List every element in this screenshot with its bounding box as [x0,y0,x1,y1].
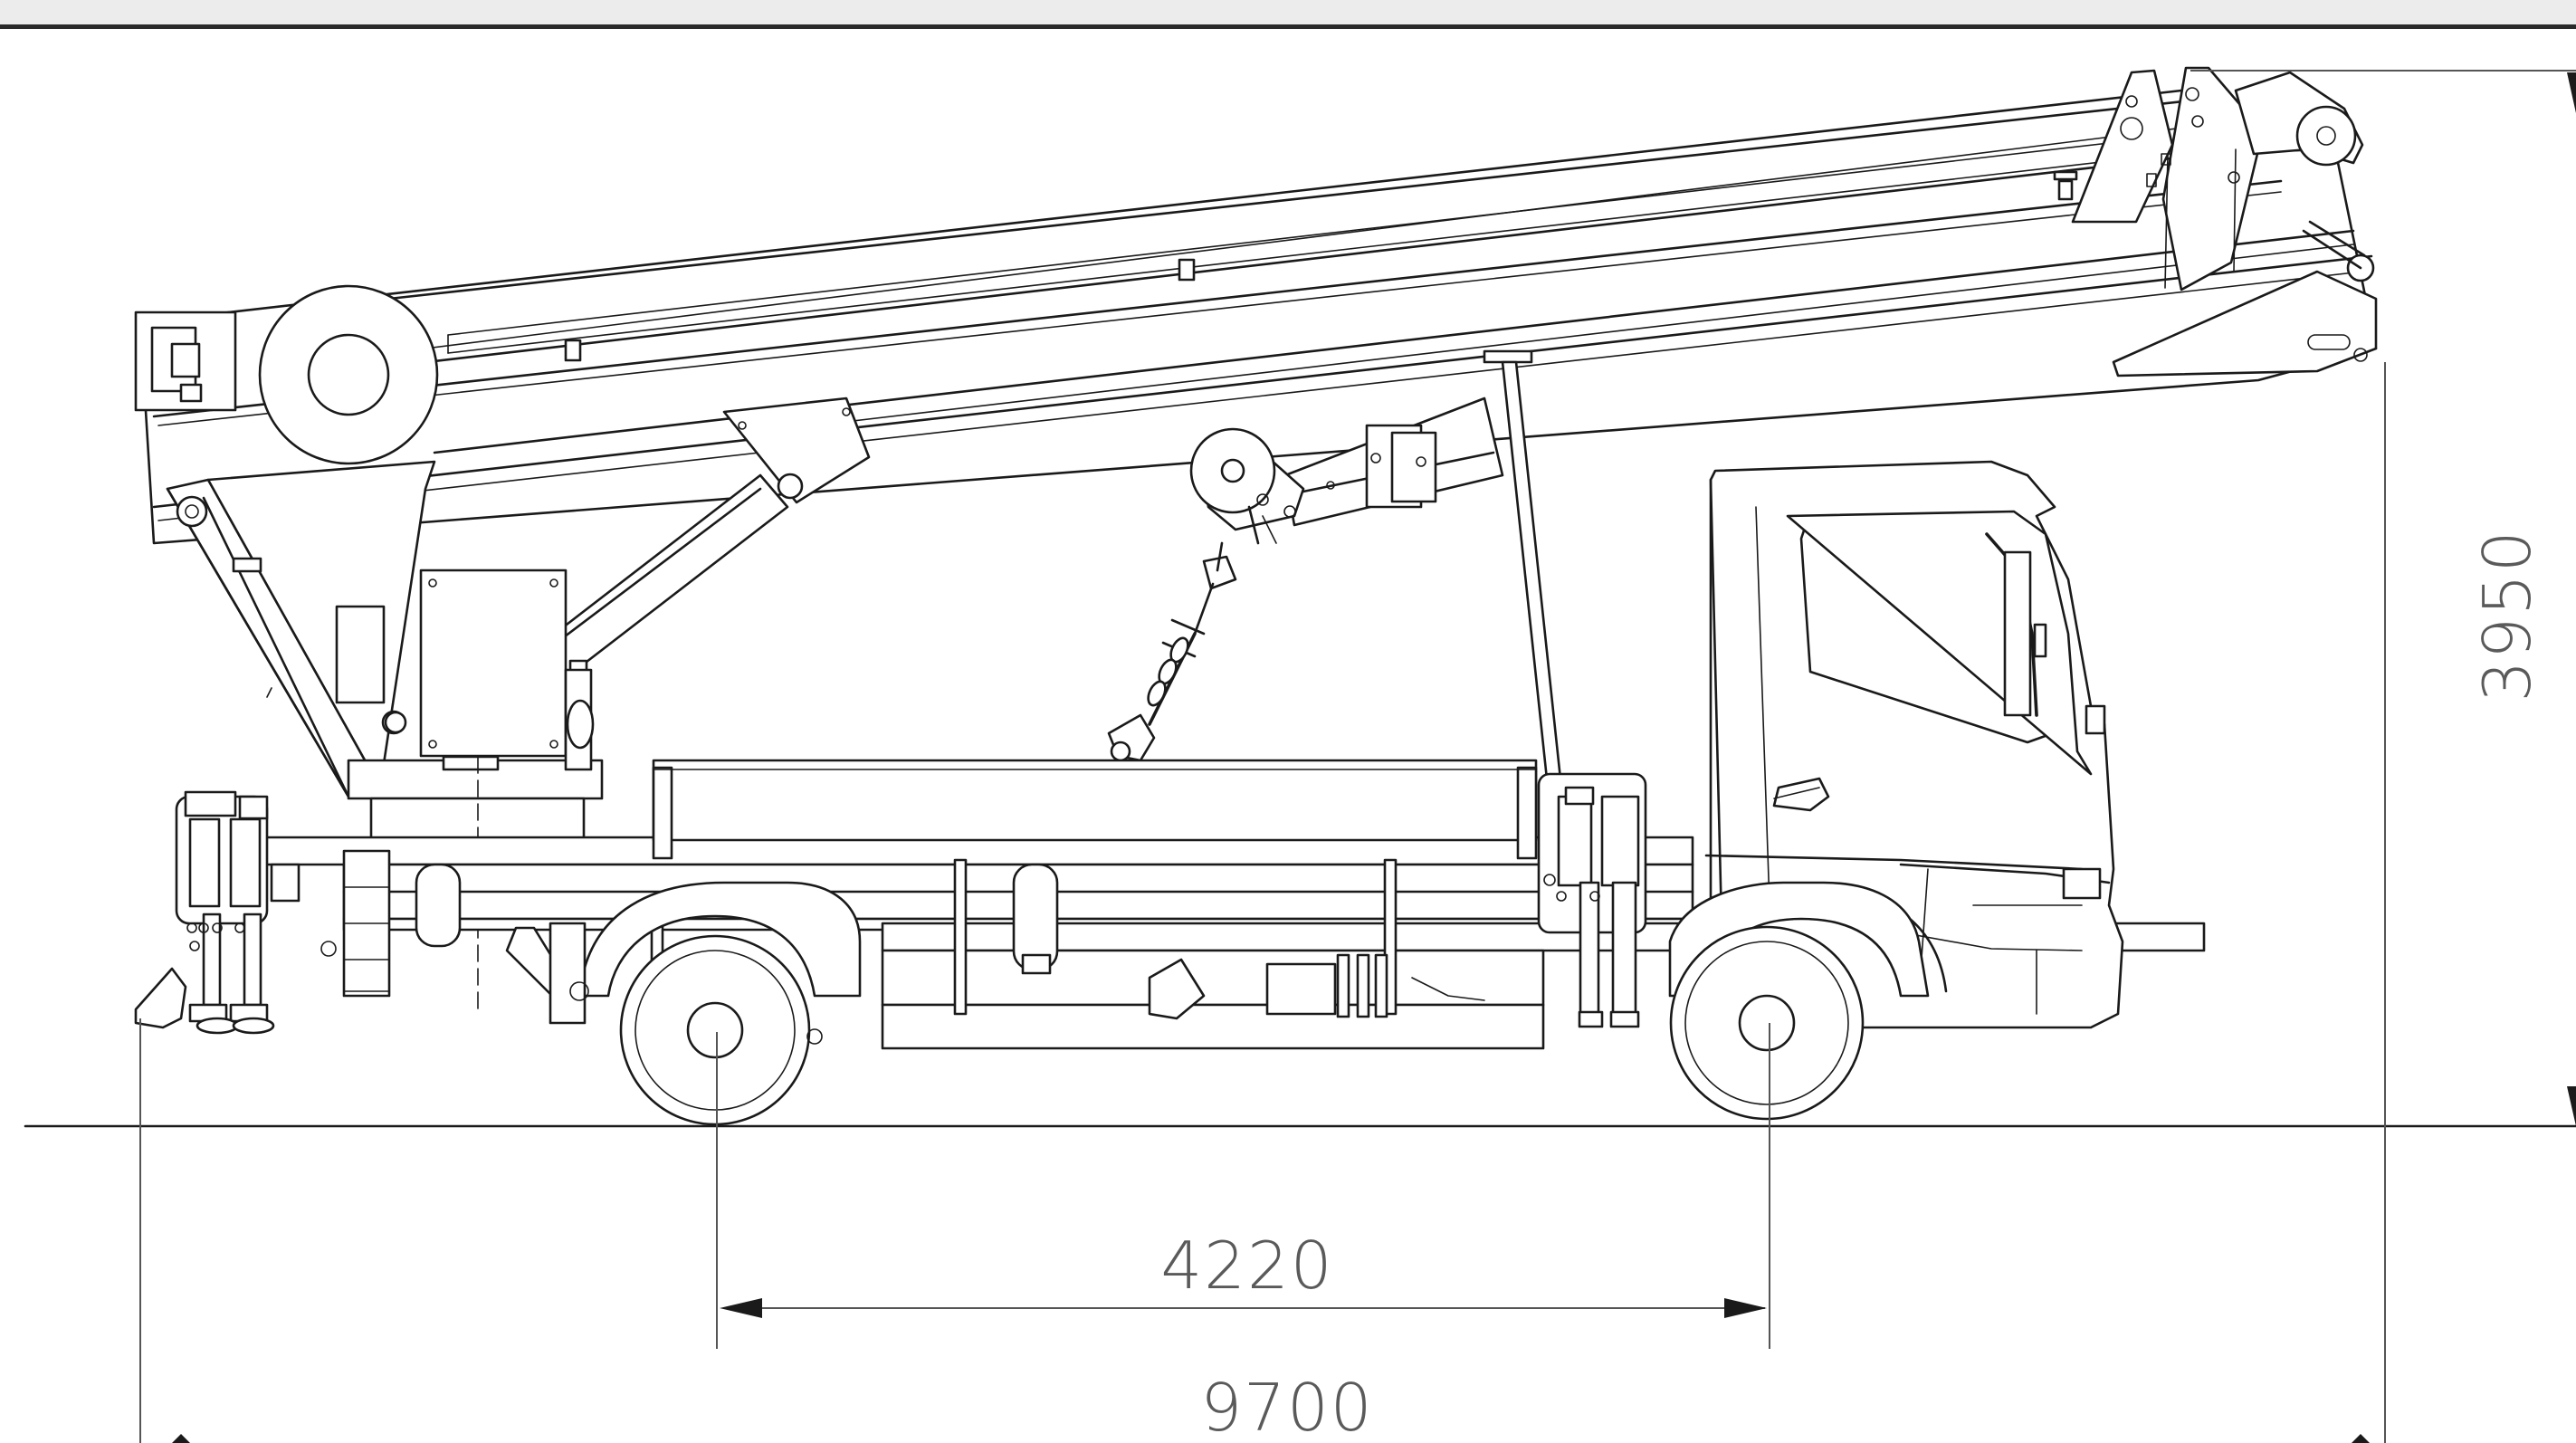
window-top-bar [0,0,2576,29]
load-bed [652,759,1538,860]
work-basket [134,284,439,465]
rear-outrigger [134,790,572,1035]
jib-arm [1189,397,1504,545]
lift-arm-and-cylinder [166,397,871,798]
turret-and-control-box [347,569,604,1015]
hook-chain [1107,541,1237,762]
front-outrigger [1537,772,1647,1028]
front-wheel [1669,925,1865,1121]
wheelbase-dimension: 4220 [716,1023,1770,1349]
wheelbase-dimension-label: 4220 [1160,1228,1333,1304]
overall-length-dimension-label: 9700 [1200,1370,1373,1443]
height-dimension: 3950 [2190,70,2576,1443]
boom-head-assembly [2071,66,2378,377]
rear-wheel [549,881,1485,1126]
overall-length-dimension: 9700 [139,1018,2386,1443]
truck-cab [1668,460,2124,1043]
height-dimension-label: 3950 [2469,529,2545,702]
